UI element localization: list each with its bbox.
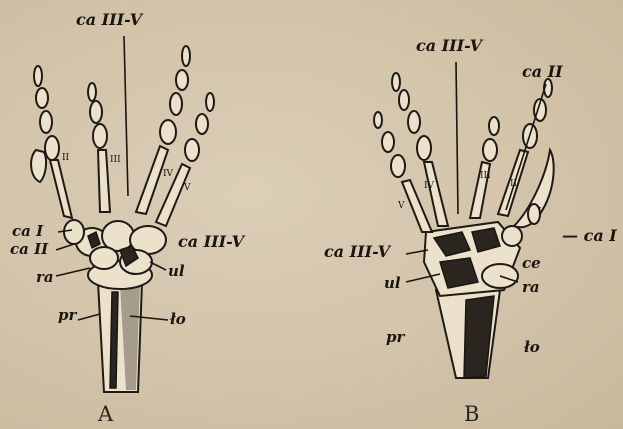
label-a-digit-v: V [184,184,191,193]
label-a-digit-iii: III [110,156,121,165]
label-a-ul: ul [168,264,185,279]
label-b-ca-iii-v-left: ca III-V [324,244,390,260]
label-a-ca-iii-v-top: ca III-V [76,12,142,28]
panel-label-a: A [98,404,113,425]
label-b-digit-ii: II [510,180,517,189]
label-a-ca-iii-v-right: ca III-V [178,234,244,250]
label-b-digit-v: V [398,202,405,211]
label-b-ca-iii-v-top: ca III-V [416,38,482,54]
label-b-lo: ło [524,340,540,355]
hand-skeleton-a [31,36,214,392]
label-b-digit-iii: III [480,172,491,181]
label-b-digit-i: I [538,208,542,217]
label-a-ca-i: ca I [12,224,43,239]
label-b-ul: ul [384,276,401,291]
label-b-ca-ii: ca II [522,64,563,80]
label-b-ra: ra [522,280,540,295]
label-b-pr: pr [386,330,404,345]
label-b-ca-i: — ca I [562,228,617,244]
label-a-digit-ii: II [62,154,69,163]
panel-label-b: B [464,404,479,425]
label-b-ce: ce [522,256,541,271]
label-a-pr: pr [58,308,76,323]
label-a-ra: ra [36,270,54,285]
label-a-ca-ii: ca II [10,242,48,257]
label-a-lo: ło [170,312,186,327]
label-b-digit-iv: IV [424,182,434,191]
label-a-digit-iv: IV [163,170,173,179]
